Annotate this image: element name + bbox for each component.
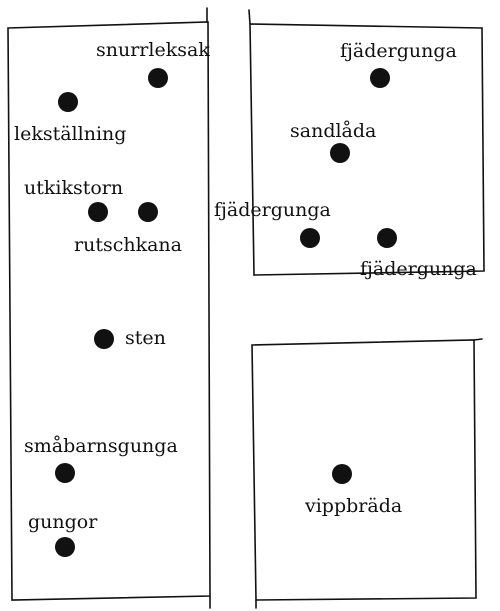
item-fjadergunga-right: fjädergunga xyxy=(360,228,477,280)
item-snurrleksak: snurrleksak xyxy=(96,39,210,88)
item-label: småbarnsgunga xyxy=(24,435,178,457)
marker-dot xyxy=(330,143,350,163)
upper-right-area-outline xyxy=(249,23,485,276)
marker-dot xyxy=(55,537,75,557)
marker-dot xyxy=(55,463,75,483)
lower-right-area-right-tick xyxy=(473,338,483,341)
item-label: utkikstorn xyxy=(24,177,123,199)
lower-right-area-outline xyxy=(251,339,477,601)
item-utkikstorn: utkikstorn xyxy=(24,177,123,222)
upper-right-area-top-tick xyxy=(248,9,251,25)
left-area xyxy=(7,7,211,609)
marker-dot xyxy=(300,228,320,248)
upper-right-area xyxy=(248,9,485,276)
item-fjadergunga-left: fjädergunga xyxy=(214,199,331,248)
item-label: fjädergunga xyxy=(214,199,331,221)
item-label: lekställning xyxy=(14,123,126,145)
item-sten: sten xyxy=(94,327,166,349)
item-vippbrada: vippbräda xyxy=(304,464,402,517)
marker-dot xyxy=(370,68,390,88)
item-rutschkana: rutschkana xyxy=(74,202,182,256)
marker-dot xyxy=(94,329,114,349)
item-sandlada: sandlåda xyxy=(290,120,376,163)
item-label: fjädergunga xyxy=(360,258,477,280)
item-smabarnsgunga: småbarnsgunga xyxy=(24,435,178,483)
item-label: snurrleksak xyxy=(96,39,210,61)
item-lekstallning: lekställning xyxy=(14,92,126,145)
marker-dot xyxy=(377,228,397,248)
lower-right-area xyxy=(251,338,483,609)
item-label: vippbräda xyxy=(304,495,402,517)
marker-dot xyxy=(138,202,158,222)
item-gungor: gungor xyxy=(28,511,98,557)
marker-dot xyxy=(148,68,168,88)
marker-dot xyxy=(88,202,108,222)
item-label: fjädergunga xyxy=(340,40,457,62)
item-label: rutschkana xyxy=(74,234,182,256)
item-label: sandlåda xyxy=(290,120,376,142)
item-label: gungor xyxy=(28,511,98,533)
marker-dot xyxy=(58,92,78,112)
marker-dot xyxy=(332,464,352,484)
item-fjadergunga-top: fjädergunga xyxy=(340,40,457,88)
item-label: sten xyxy=(125,327,166,349)
